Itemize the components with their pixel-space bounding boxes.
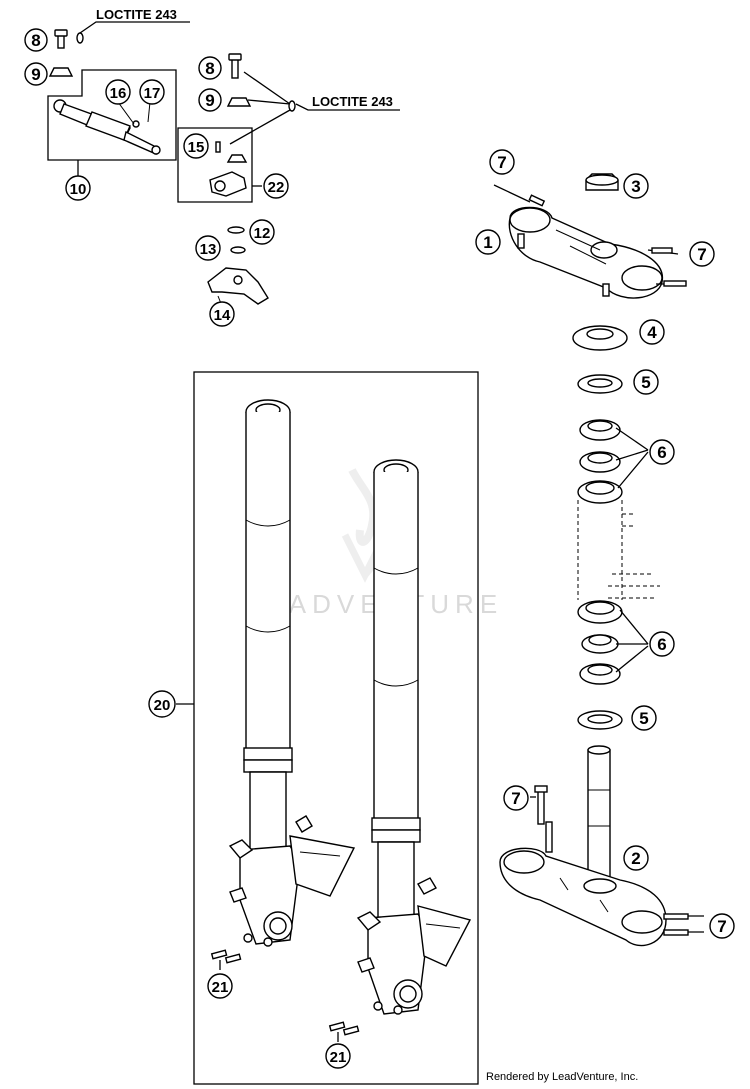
- bearing-6-upper: [577, 419, 649, 504]
- callout-label: 7: [497, 153, 506, 172]
- callout-label: 17: [144, 85, 161, 102]
- washer-13: [230, 246, 246, 254]
- callout-label: 7: [511, 789, 520, 808]
- callout-label: 4: [647, 323, 657, 342]
- callout-label: 12: [254, 225, 271, 242]
- lower-triple-clamp: [499, 745, 704, 947]
- callout-label: 14: [214, 307, 231, 324]
- callout-9-top-left: 9: [24, 62, 48, 86]
- callout-label: 1: [483, 233, 492, 252]
- callout-5-lower: 5: [631, 705, 657, 731]
- callout-label: 5: [639, 709, 648, 728]
- render-credit: Rendered by LeadVenture, Inc.: [486, 1071, 638, 1083]
- steering-damper-group-outline: [47, 69, 177, 161]
- callout-label: 8: [31, 31, 40, 50]
- callout-21-left: 21: [207, 973, 233, 999]
- callout-label: 22: [268, 179, 285, 196]
- steering-head-frame: [577, 500, 660, 600]
- upper-triple-clamp: [493, 184, 687, 299]
- bracket-14: [207, 267, 269, 307]
- callout-8-top-left: 8: [24, 28, 48, 52]
- callout-label: 13: [200, 241, 217, 258]
- screws-21-right: [328, 1021, 360, 1042]
- callout-16: 16: [105, 79, 131, 105]
- bearing-6-lower: [577, 600, 649, 685]
- steering-damper: [53, 99, 161, 178]
- callout-label: 21: [212, 979, 229, 996]
- callout-label: 16: [110, 85, 127, 102]
- ring-5-lower: [577, 710, 623, 730]
- seal-4: [572, 325, 628, 351]
- callout-label: 6: [657, 635, 666, 654]
- callout-9-center: 9: [198, 88, 222, 112]
- callout-label: 9: [31, 65, 40, 84]
- fork-assembly-outline: [193, 371, 479, 1085]
- loctite-note-center: LOCTITE 243: [312, 94, 393, 109]
- callout-7-top: 7: [489, 149, 515, 175]
- cap-9-top-left: [48, 67, 74, 77]
- fork-leg-right: [356, 459, 472, 1015]
- callout-label: 6: [657, 443, 666, 462]
- ring-5-upper: [577, 374, 623, 394]
- fork-leg-left: [228, 399, 356, 947]
- callout-22: 22: [263, 173, 289, 199]
- callout-label: 15: [188, 139, 205, 156]
- callout-3: 3: [623, 173, 649, 199]
- loctite-note-top-left: LOCTITE 243: [96, 7, 177, 22]
- callout-1: 1: [475, 229, 501, 255]
- callout-6-upper: 6: [649, 439, 675, 465]
- callout-label: 21: [330, 1049, 347, 1066]
- callout-20: 20: [148, 690, 176, 718]
- washer-12: [227, 226, 245, 234]
- callout-15: 15: [183, 133, 209, 159]
- callout-label: 5: [641, 373, 650, 392]
- screw-8-top-left: [54, 21, 190, 49]
- callout-label: 8: [205, 59, 214, 78]
- callout-label: 2: [631, 849, 640, 868]
- callout-8-center: 8: [198, 56, 222, 80]
- callout-7-right-upper: 7: [689, 241, 715, 267]
- callout-label: 7: [697, 245, 706, 264]
- callout-label: 10: [70, 181, 87, 198]
- steering-nut-3: [585, 173, 619, 191]
- callout-21-right: 21: [325, 1043, 351, 1069]
- callout-17: 17: [139, 79, 165, 105]
- screw-8-center: [226, 53, 400, 145]
- callout-10: 10: [65, 175, 91, 201]
- callout-7-lower-left: 7: [503, 785, 529, 811]
- callout-12: 12: [249, 219, 275, 245]
- callout-5-upper: 5: [633, 369, 659, 395]
- callout-label: 20: [154, 697, 171, 714]
- callout-14: 14: [209, 301, 235, 327]
- callout-4: 4: [639, 319, 665, 345]
- clamp-bracket: [209, 141, 262, 197]
- screws-21-left: [210, 949, 242, 970]
- callout-6-lower: 6: [649, 631, 675, 657]
- callout-7-lower-right: 7: [709, 913, 735, 939]
- callout-label: 3: [631, 177, 640, 196]
- callout-label: 7: [717, 917, 726, 936]
- clamp-group-outline: [177, 127, 253, 203]
- callout-label: 9: [205, 91, 214, 110]
- callout-2: 2: [623, 845, 649, 871]
- callout-13: 13: [195, 235, 221, 261]
